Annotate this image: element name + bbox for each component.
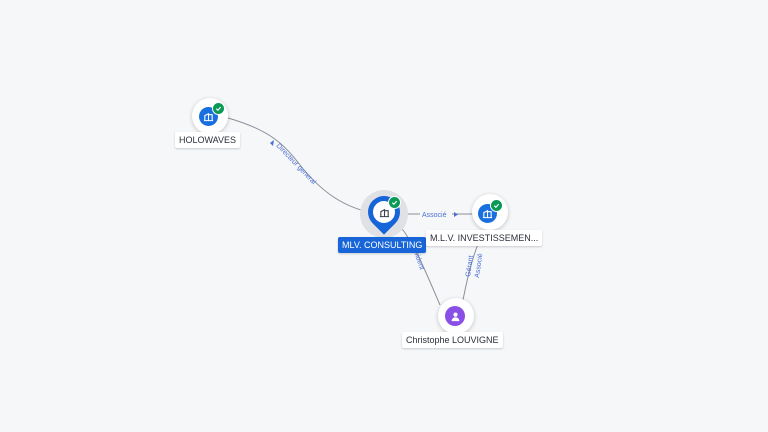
node-label-person[interactable]: Christophe LOUVIGNE bbox=[402, 332, 503, 348]
node-person[interactable] bbox=[438, 298, 474, 334]
edge-arrow-holowaves bbox=[270, 140, 274, 146]
person-icon bbox=[445, 306, 465, 326]
edge-person-invest bbox=[462, 243, 479, 301]
verified-check-icon bbox=[490, 199, 503, 212]
edge-label-associe-main: Associé bbox=[422, 212, 447, 219]
edge-main-person bbox=[399, 225, 441, 306]
edge-main-holowaves bbox=[227, 117, 369, 213]
node-mlv-invest[interactable] bbox=[472, 194, 508, 230]
edge-label-gerant: Gérant bbox=[465, 255, 475, 277]
node-label-mlv-invest[interactable]: M.L.V. INVESTISSEMEN... bbox=[426, 230, 543, 246]
verified-check-icon bbox=[212, 102, 225, 115]
edge-label-associe-person: Associé bbox=[474, 253, 484, 278]
node-label-holowaves[interactable]: HOLOWAVES bbox=[175, 132, 241, 148]
verified-check-icon bbox=[388, 196, 401, 209]
node-label-main[interactable]: MLV. CONSULTING bbox=[338, 237, 427, 253]
node-holowaves[interactable] bbox=[192, 98, 228, 134]
edge-arrow-invest bbox=[454, 212, 458, 217]
building-icon bbox=[377, 205, 391, 219]
edge-label-directeur: Directeur general bbox=[275, 143, 318, 187]
